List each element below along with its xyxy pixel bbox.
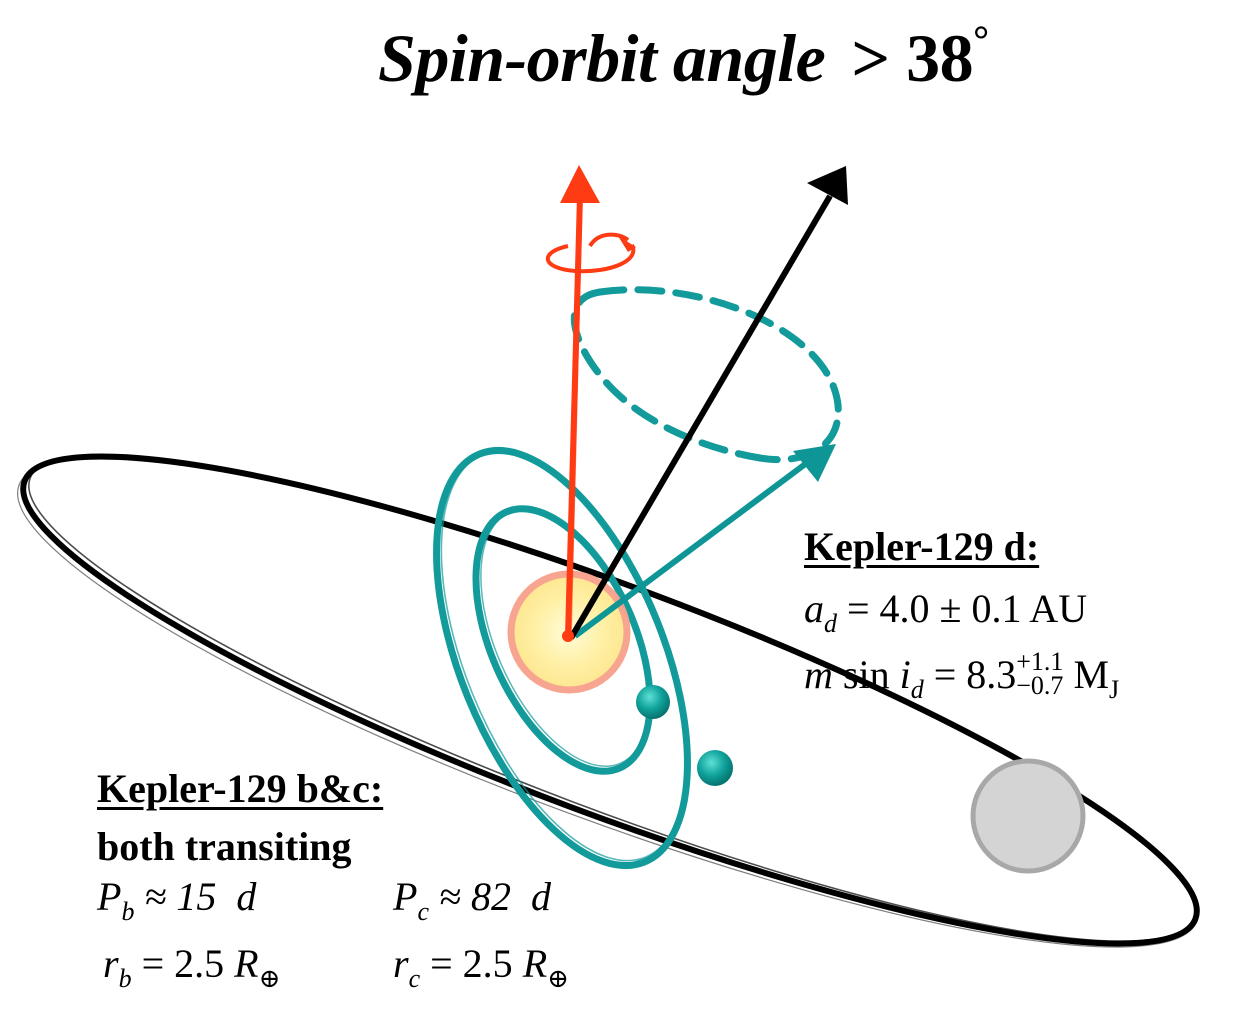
spin-rotation-icon [545,232,636,274]
inner-orbit-c [433,446,691,870]
figure-title: Spin-orbit angle > 38° [378,16,989,98]
planet-d-heading: Kepler-129 d: [804,524,1040,569]
inner-orbit-normal-arrow [573,444,836,639]
planets-bc-heading: Kepler-129 b&c: [97,766,384,811]
title-degree: ° [973,17,989,62]
title-value: 38 [906,20,974,96]
outer-orbit-normal-arrow [568,166,848,640]
planets-bc-subheading: both transiting [97,824,352,869]
i-subscript: d [910,675,924,704]
period-b: Pb ≈ 15 d [97,873,256,927]
rb-unit: R [234,941,259,986]
precession-circle-back [570,288,764,462]
title-relation: > [851,20,890,96]
pb-value: ≈ 15 d [134,874,257,919]
planet-b [636,685,670,719]
rc-subscript: c [408,964,421,993]
inner-orbit-b [472,505,654,775]
pb-symbol: P [97,874,122,919]
m-unit-subscript: J [1109,675,1120,704]
rb-subscript: b [118,964,132,993]
m-upper-error: +1.1 [1016,647,1064,676]
rb-value: = 2.5 [131,941,235,986]
sin-label: sin [832,652,900,697]
planet-d [970,758,1086,874]
radius-c: rc = 2.5 R⊕ [393,940,569,994]
rb-symbol: r [103,941,119,986]
pc-symbol: P [393,874,418,919]
planet-d-minimum-mass: m sin id = 8.3+1.1−0.7 MJ [804,647,1120,705]
m-symbol: m [804,652,833,697]
radius-b: rb = 2.5 R⊕ [103,940,280,994]
rc-symbol: r [393,941,409,986]
rc-value: = 2.5 [420,941,523,986]
precession-circle [596,286,842,464]
outer-orbit-d [17,453,1200,948]
rc-unit-subscript: ⊕ [547,964,569,993]
a-subscript: d [824,609,837,638]
pc-value: ≈ 82 d [428,874,551,919]
planet-d-semimajor-axis: ad = 4.0 ± 0.1 AU [804,585,1087,639]
m-value: = 8.3 [923,652,1017,697]
period-c: Pc ≈ 82 d [393,873,551,927]
pb-subscript: b [121,897,135,926]
rc-unit: R [522,941,548,986]
m-lower-error: −0.7 [1016,671,1064,700]
m-unit: M [1063,652,1110,697]
m-uncertainty: +1.1−0.7 [1016,647,1064,700]
pc-subscript: c [417,897,429,926]
a-symbol: a [804,586,824,631]
a-value: = 4.0 ± 0.1 AU [847,586,1088,631]
i-symbol: i [899,652,911,697]
rb-unit-subscript: ⊕ [258,964,281,993]
title-quantity: Spin-orbit angle [378,20,826,96]
planet-c [697,750,733,786]
